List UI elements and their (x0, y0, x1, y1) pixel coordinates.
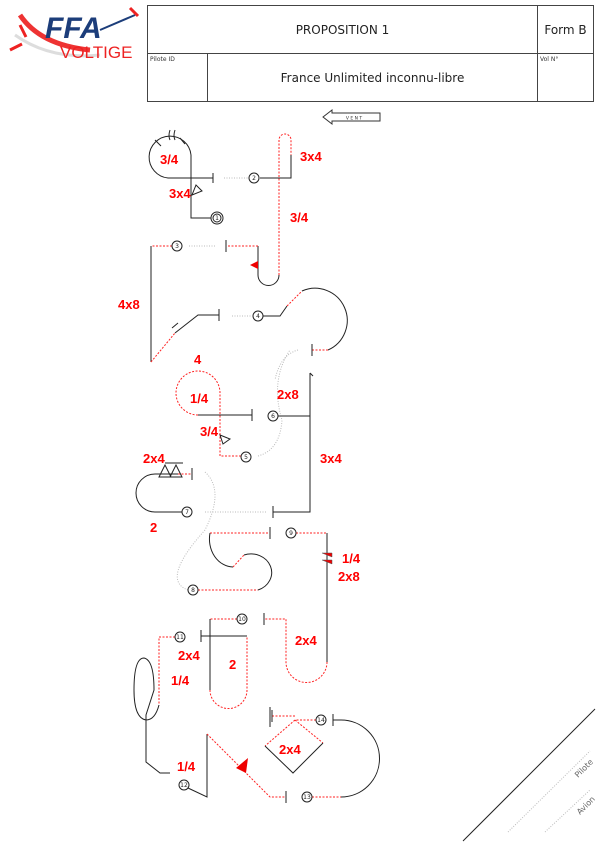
form-label: Form B (544, 22, 587, 37)
wind-arrow: V E N T (322, 108, 381, 126)
figure-4: 4 4 (194, 287, 348, 381)
figure-label: 2 (150, 520, 157, 535)
figure-label: 1/4 (177, 759, 196, 774)
figure-2: 2 3x4 3/4 (224, 133, 322, 286)
figure-label: 1/4 (342, 551, 361, 566)
figure-7: 7 2x4 2 (135, 451, 216, 591)
figure-label: 2x8 (338, 569, 360, 584)
figure-label: 4x8 (118, 297, 140, 312)
signature-area: Pilote Avion (462, 708, 597, 842)
figure-13: 13 (301, 714, 380, 803)
figure-6: 6 2x8 3x4 (205, 372, 342, 518)
flight-no-cell (537, 53, 594, 102)
figure-3: 3 4x8 (118, 240, 258, 363)
svg-text:VOLTIGE: VOLTIGE (60, 43, 132, 62)
figure-number: 13 (303, 794, 311, 801)
figure-number: 1 (215, 215, 219, 222)
figure-11: 11 2x4 2 1/4 (133, 631, 236, 774)
figure-label: 4 (194, 352, 202, 367)
figure-label: 2x4 (279, 742, 301, 757)
figure-8: 8 (187, 527, 273, 596)
figure-number: 14 (317, 717, 325, 724)
figure-label: 2x4 (143, 451, 165, 466)
figure-label: 2x8 (277, 387, 299, 402)
figure-number: 2 (252, 175, 256, 182)
svg-text:FFA: FFA (45, 12, 102, 45)
pilot-signature-label: Pilote (573, 757, 595, 779)
figure-label: 3/4 (200, 424, 219, 439)
sequence-name: France Unlimited inconnu-libre (280, 70, 465, 85)
wind-label: V E N T (346, 116, 363, 122)
figure-label: 1/4 (190, 391, 209, 406)
figure-1: 1 3/4 3x4 (148, 129, 224, 225)
figure-number: 10 (238, 616, 246, 623)
figure-9: 9 1/4 2x8 (263, 527, 361, 683)
figure-number: 9 (289, 530, 293, 537)
figure-label: 3/4 (290, 210, 309, 225)
flight-no-label: Vol N° (540, 56, 559, 63)
figure-label: 3x4 (320, 451, 342, 466)
figure-number: 12 (180, 782, 188, 789)
figure-label: 3x4 (169, 186, 191, 201)
figure-label: 2 (229, 657, 236, 672)
figure-5: 5 1/4 3/4 (175, 349, 291, 463)
figure-number: 3 (175, 243, 179, 250)
figure-label: 3x4 (300, 149, 322, 164)
figure-label: 3/4 (160, 152, 179, 167)
pilot-id-label: Pilote ID (150, 56, 175, 63)
aircraft-signature-label: Avion (575, 795, 597, 817)
title: PROPOSITION 1 (295, 22, 390, 37)
figure-number: 11 (176, 634, 184, 641)
figure-label: 2x4 (178, 648, 200, 663)
figure-10: 10 2x4 (200, 613, 317, 709)
figure-number: 7 (185, 509, 189, 516)
figure-12: 12 1/4 (177, 733, 287, 803)
figure-label: 1/4 (171, 673, 190, 688)
ffa-voltige-logo: FFA VOLTIGE (9, 6, 140, 62)
figure-label: 2x4 (295, 633, 317, 648)
figure-14: 14 2x4 (264, 707, 327, 774)
figure-number: 5 (244, 454, 248, 461)
figure-number: 8 (191, 587, 195, 594)
figure-number: 4 (256, 313, 260, 320)
figure-number: 6 (271, 413, 275, 420)
